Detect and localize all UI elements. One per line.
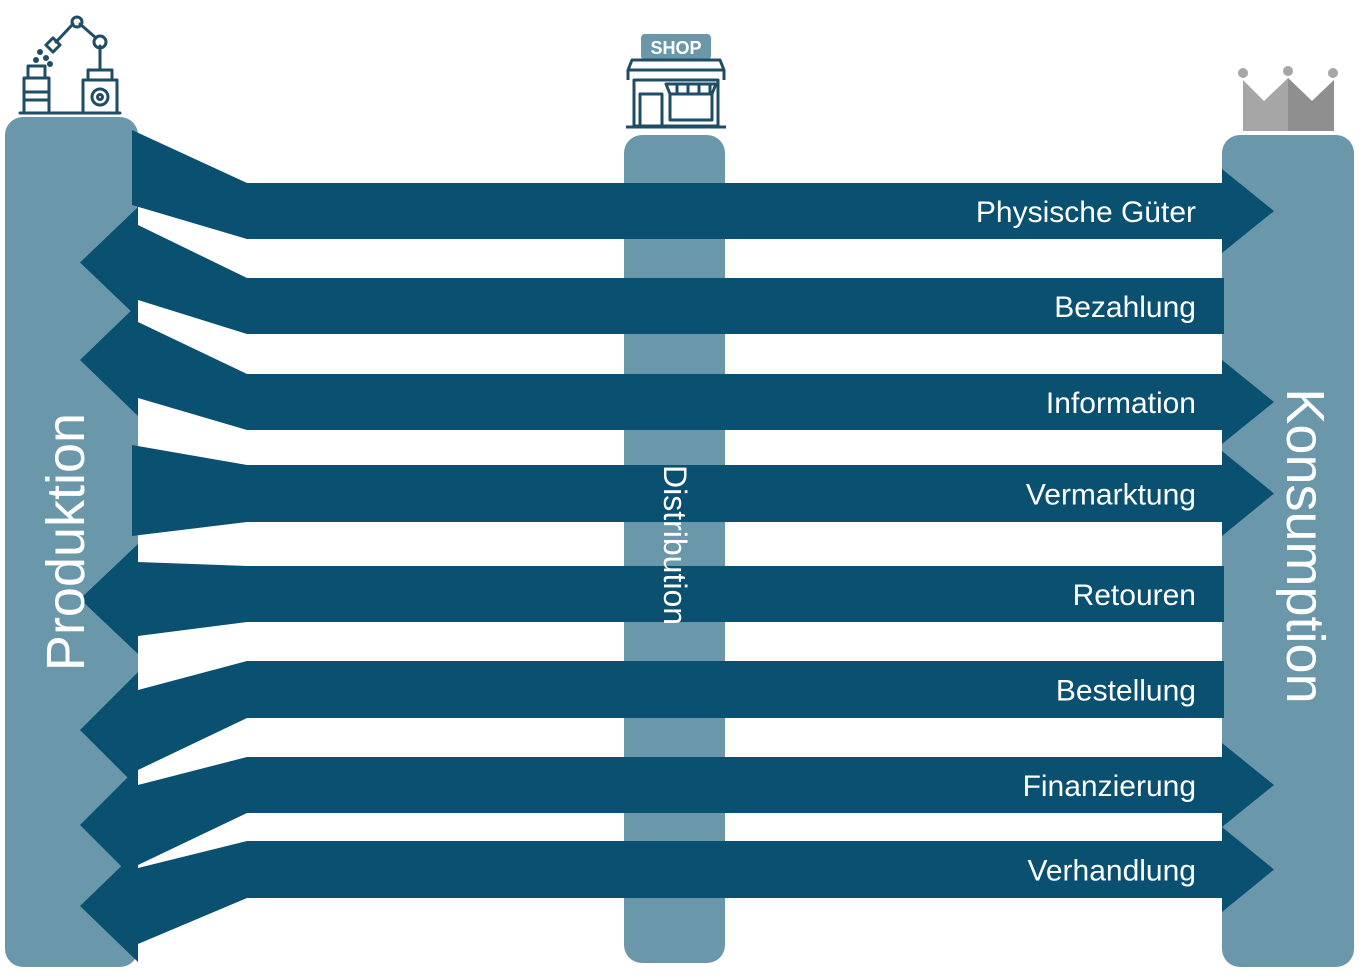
flow-label-8: Verhandlung — [1028, 855, 1197, 888]
flow-arrow-5 — [80, 544, 1224, 654]
crown-icon — [1238, 66, 1338, 131]
flow-label-6: Bestellung — [1056, 675, 1196, 708]
flow-arrows — [80, 130, 1274, 962]
robot-arm-factory-icon — [18, 15, 122, 115]
shop-sign — [641, 34, 711, 60]
distribution-column — [624, 135, 725, 963]
konsumption-label: Konsumption — [1275, 388, 1335, 703]
shop-sign-text: SHOP — [650, 38, 701, 58]
flow-label-1: Physische Güter — [976, 196, 1196, 229]
flow-arrow-2 — [80, 207, 1224, 334]
flow-label-7: Finanzierung — [1023, 770, 1196, 803]
produktion-label: Produktion — [36, 413, 96, 671]
flow-label-4: Vermarktung — [1026, 479, 1196, 512]
flow-label-5: Retouren — [1073, 579, 1196, 612]
flow-arrow-6 — [80, 661, 1224, 788]
flow-arrow-3 — [80, 304, 1274, 444]
shop-storefront-icon: SHOP — [626, 34, 726, 129]
flow-label-2: Bezahlung — [1054, 291, 1196, 324]
distribution-label: Distribution — [657, 465, 693, 625]
flow-label-3: Information — [1046, 387, 1196, 420]
flow-arrow-4 — [132, 445, 1274, 536]
flow-arrow-1 — [132, 130, 1274, 253]
flow-labels: Physische GüterBezahlungInformationVerma… — [976, 196, 1196, 888]
flow-arrow-7 — [80, 743, 1274, 883]
konsumption-column — [1222, 135, 1354, 967]
flow-arrow-8 — [80, 827, 1274, 962]
